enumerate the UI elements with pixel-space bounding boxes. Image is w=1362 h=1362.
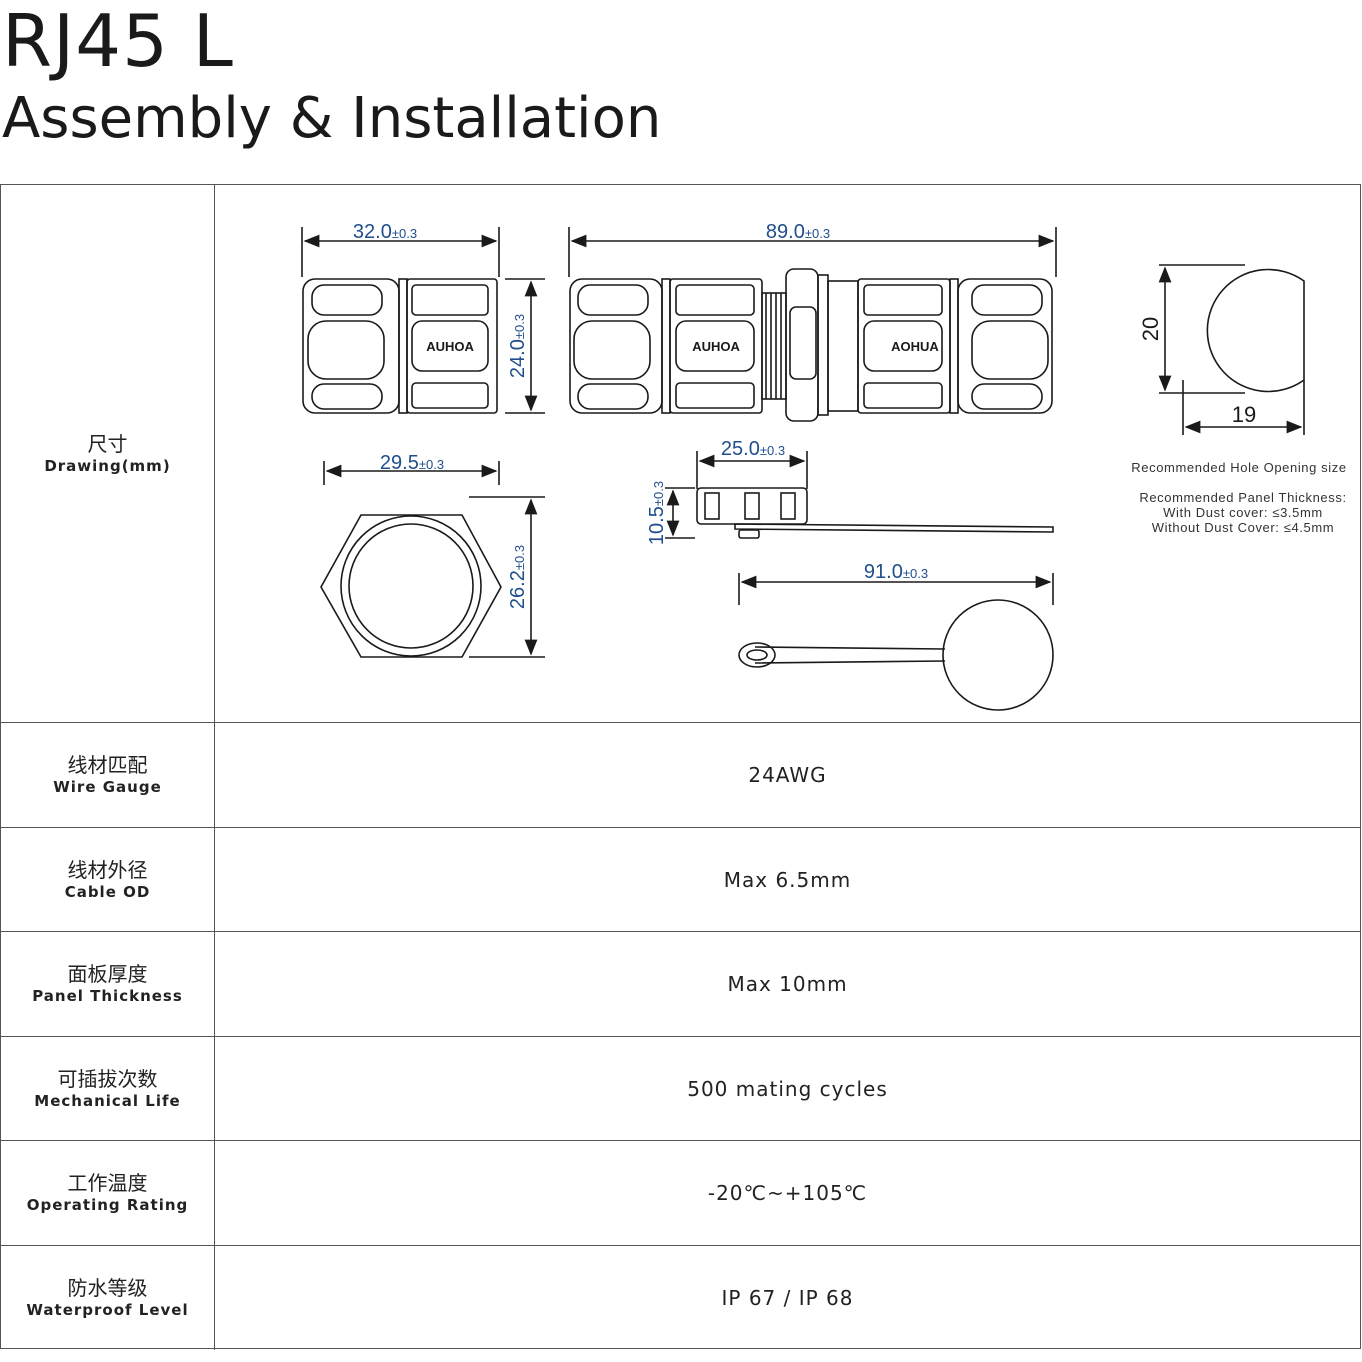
hole-opening-view [1158,264,1305,435]
spec-label-zh: 可插拔次数 [57,1066,158,1091]
spec-label-zh: 线材外径 [67,857,148,882]
dim-hole-height: 20 [1138,317,1163,341]
spec-value: Max 10mm [727,972,848,996]
dim-nut-height: 26.2±0.3 [507,545,529,609]
spec-label-zh: 面板厚度 [67,962,148,986]
dim-plug-height: 24.0±0.3 [507,314,529,378]
plug-brand-mirrored: AOHUA [426,339,474,354]
spec-table: 尺寸 Drawing(mm) [0,184,1361,1350]
spec-row-mechanical-life: 可插拔次数 Mechanical Life 500 mating cycles [1,1037,1360,1141]
spec-value: 24AWG [748,763,827,787]
connector-brand: AOHUA [891,339,939,354]
dust-cap-top-view [738,573,1054,711]
spec-label: 防水等级 Waterproof Level [1,1246,215,1350]
spec-label-en: Wire Gauge [53,778,162,796]
connector-brand-mirrored: AOHUA [692,339,740,354]
spec-label-zh: 防水等级 [67,1276,148,1300]
spec-row-wire-gauge: 线材匹配 Wire Gauge 24AWG [1,723,1360,828]
drawing-label-cell: 尺寸 Drawing(mm) [1,185,215,722]
plug-side-view [301,227,545,414]
spec-label-en: Operating Rating [26,1196,189,1214]
spec-value: 500 mating cycles [687,1076,888,1101]
spec-value: Max 6.5mm [723,867,852,892]
dim-plug-length: 32.0±0.3 [353,221,417,243]
drawing-label-zh: 尺寸 [87,431,128,456]
page-title: RJ45 L [2,0,234,83]
dim-total-length: 89.0±0.3 [766,221,830,243]
spec-value: IP 67 / IP 68 [721,1286,854,1310]
hole-opening-note: Recommended Hole Opening size [1131,460,1346,475]
page-subtitle: Assembly & Installation [2,86,662,151]
spec-label: 工作温度 Operating Rating [1,1141,215,1245]
drawing-row: 尺寸 Drawing(mm) [1,185,1360,723]
panel-thickness-note-1: Recommended Panel Thickness: [1139,490,1346,505]
hex-nut-view [320,461,545,658]
spec-row-operating-rating: 工作温度 Operating Rating -20℃~+105℃ [1,1141,1360,1246]
spec-label: 线材外径 Cable OD [1,828,215,931]
spec-row-waterproof-level: 防水等级 Waterproof Level IP 67 / IP 68 [1,1246,1360,1350]
dust-cap-side-view [665,451,1054,539]
connector-assembly-view [568,227,1057,422]
panel-thickness-note-3: Without Dust Cover: ≤4.5mm [1152,520,1334,535]
spec-label: 可插拔次数 Mechanical Life [1,1037,215,1140]
panel-thickness-note-2: With Dust cover: ≤3.5mm [1163,505,1323,520]
technical-drawing: AOHUA [215,185,1361,721]
dim-cap-tether-length: 91.0±0.3 [864,561,928,583]
spec-label-en: Waterproof Level [26,1301,189,1319]
spec-label-zh: 工作温度 [67,1171,148,1195]
spec-row-cable-od: 线材外径 Cable OD Max 6.5mm [1,828,1360,932]
spec-row-panel-thickness: 面板厚度 Panel Thickness Max 10mm [1,932,1360,1037]
spec-label: 面板厚度 Panel Thickness [1,932,215,1036]
spec-label-zh: 线材匹配 [67,753,148,777]
dim-nut-width: 29.5±0.3 [380,452,444,474]
spec-label-en: Panel Thickness [32,987,183,1005]
dim-hole-width: 19 [1232,402,1256,427]
drawing-label-en: Drawing(mm) [44,456,171,475]
spec-label-en: Mechanical Life [34,1091,181,1110]
dim-cap-diameter: 25.0±0.3 [721,438,785,460]
spec-value: -20℃~+105℃ [707,1181,868,1205]
spec-label-en: Cable OD [64,882,151,901]
dim-cap-height: 10.5±0.3 [646,481,668,545]
spec-label: 线材匹配 Wire Gauge [1,723,215,827]
